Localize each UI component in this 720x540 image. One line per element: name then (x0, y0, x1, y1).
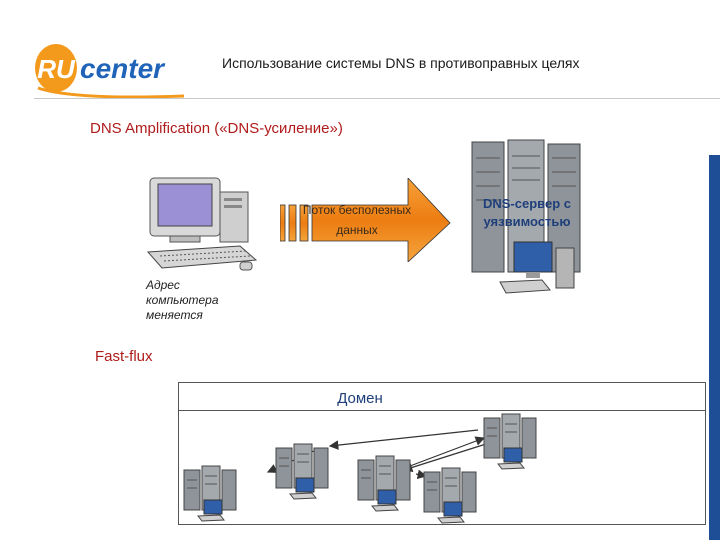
flux-arrow (328, 429, 479, 450)
logo-center-text: center (80, 53, 166, 84)
flux-server-icon (483, 413, 537, 470)
slide-title: Использование системы DNS в противоправн… (222, 55, 580, 71)
flow-label-line2: данных (336, 223, 378, 237)
address-label-line2: компьютера (146, 293, 219, 307)
logo-ru-text: RU (37, 54, 76, 84)
right-accent-bar (709, 155, 720, 540)
address-changes-label: Адрес компьютера меняется (146, 278, 256, 323)
address-label-line3: меняется (146, 308, 203, 322)
flux-server-icon (275, 443, 329, 500)
desktop-computer-icon (146, 177, 258, 271)
domain-divider (178, 410, 706, 411)
ru-center-logo: RU center (35, 44, 185, 99)
flux-server-icon (423, 467, 477, 524)
flux-server-icon (183, 465, 237, 522)
domain-label: Домен (337, 390, 383, 407)
dns-server-icon (466, 138, 586, 298)
section-title-dns-amplification: DNS Amplification («DNS-усиление») (90, 120, 343, 137)
fast-flux-network (183, 413, 537, 524)
flow-label: Поток бесполезных данных (282, 200, 432, 240)
address-label-line1: Адрес (146, 278, 180, 292)
logo-badge (35, 44, 77, 92)
dns-server-label: DNS-сервер с уязвимостью (466, 195, 588, 231)
section-title-fast-flux: Fast-flux (95, 348, 153, 365)
flow-label-line1: Поток бесполезных (302, 203, 412, 217)
dns-server-label-line2: уязвимостью (483, 214, 571, 229)
flux-server-icon (357, 455, 411, 512)
flux-arrow (409, 436, 486, 467)
domain-box (178, 382, 706, 525)
data-flow-arrow (280, 178, 451, 262)
dns-server-label-line1: DNS-сервер с (482, 196, 571, 211)
flux-arrow (402, 443, 487, 473)
header-divider (34, 98, 720, 99)
